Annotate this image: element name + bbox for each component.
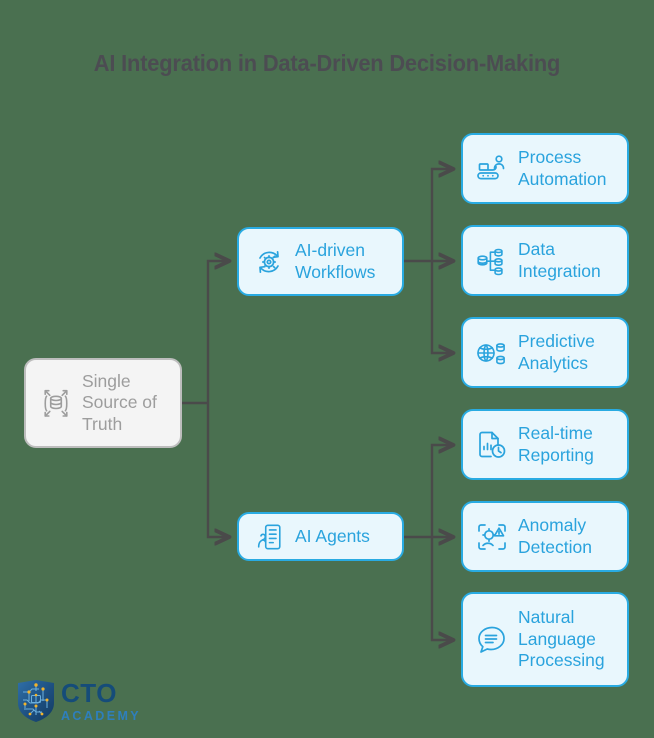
- node-label: Real-time Reporting: [518, 423, 594, 465]
- link-root-to-agents: [206, 403, 229, 537]
- node-label: Natural Language Processing: [518, 607, 605, 671]
- logo-subtitle: ACADEMY: [61, 708, 141, 723]
- link-agents-to-realtime: [430, 445, 453, 537]
- node-natural-language-processing[interactable]: Natural Language Processing: [461, 592, 629, 687]
- node-label: AI-driven Workflows: [295, 240, 376, 282]
- page-title: AI Integration in Data-Driven Decision-M…: [93, 50, 561, 76]
- node-label: Predictive Analytics: [518, 331, 595, 373]
- node-label: Data Integration: [518, 239, 601, 281]
- globe-database-icon: [471, 336, 513, 370]
- node-label: AI Agents: [295, 525, 370, 546]
- node-process-automation[interactable]: Process Automation: [461, 133, 629, 204]
- scan-warning-icon: [471, 520, 513, 554]
- gear-refresh-icon: [249, 246, 289, 278]
- node-data-integration[interactable]: Data Integration: [461, 225, 629, 296]
- node-real-time-reporting[interactable]: Real-time Reporting: [461, 409, 629, 480]
- node-ai-agents[interactable]: AI Agents: [237, 512, 404, 561]
- node-label: Single Source of Truth: [82, 370, 157, 434]
- logo-wordmark: CTO ACADEMY: [61, 680, 141, 723]
- node-anomaly-detection[interactable]: Anomaly Detection: [461, 501, 629, 572]
- cto-academy-shield-icon: [16, 679, 56, 723]
- link-root-to-workflows: [206, 261, 229, 403]
- node-label: Anomaly Detection: [518, 515, 592, 557]
- hand-document-icon: [249, 522, 289, 552]
- database-nodes-icon: [471, 244, 513, 278]
- link-workflows-to-predictive: [430, 261, 453, 353]
- database-expand-icon: [34, 386, 78, 420]
- cto-academy-logo: CTO ACADEMY: [16, 678, 146, 724]
- link-workflows-to-process: [430, 169, 453, 261]
- node-ai-driven-workflows[interactable]: AI-driven Workflows: [237, 227, 404, 296]
- link-agents-to-nlp: [430, 537, 453, 640]
- node-predictive-analytics[interactable]: Predictive Analytics: [461, 317, 629, 388]
- conveyor-person-icon: [471, 152, 513, 186]
- node-single-source-of-truth[interactable]: Single Source of Truth: [24, 358, 182, 448]
- document-chart-clock-icon: [471, 428, 513, 462]
- node-label: Process Automation: [518, 147, 607, 189]
- logo-title: CTO: [61, 677, 117, 708]
- speech-bubble-lines-icon: [471, 623, 513, 657]
